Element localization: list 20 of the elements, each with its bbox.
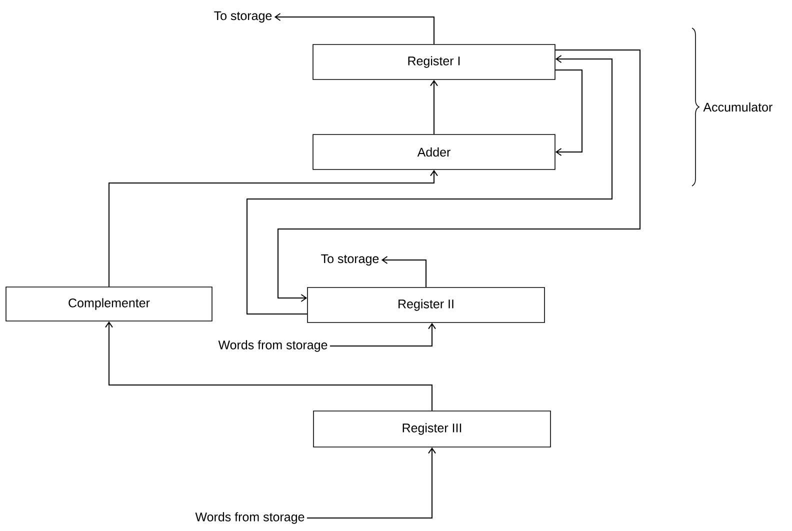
register-box: Register III [313,410,551,448]
arrow [278,50,640,302]
text-label: Words from storage [218,340,328,352]
arrow [430,80,438,135]
register-box: Register II [307,287,545,323]
text-label: To storage [214,11,272,23]
arrow [246,55,612,314]
register-box: Complementer [6,286,212,322]
text-label: To storage [321,254,379,266]
arrow [274,13,434,45]
arrow [108,170,438,288]
arrow [306,447,436,518]
brace-label: Accumulator [703,102,772,112]
register-box: Register I [312,44,556,80]
register-box: Adder [312,134,556,170]
arrow [329,322,436,346]
arrow [554,70,582,156]
arrow [105,321,432,412]
arrow [381,256,426,288]
text-label: Words from storage [195,512,304,524]
